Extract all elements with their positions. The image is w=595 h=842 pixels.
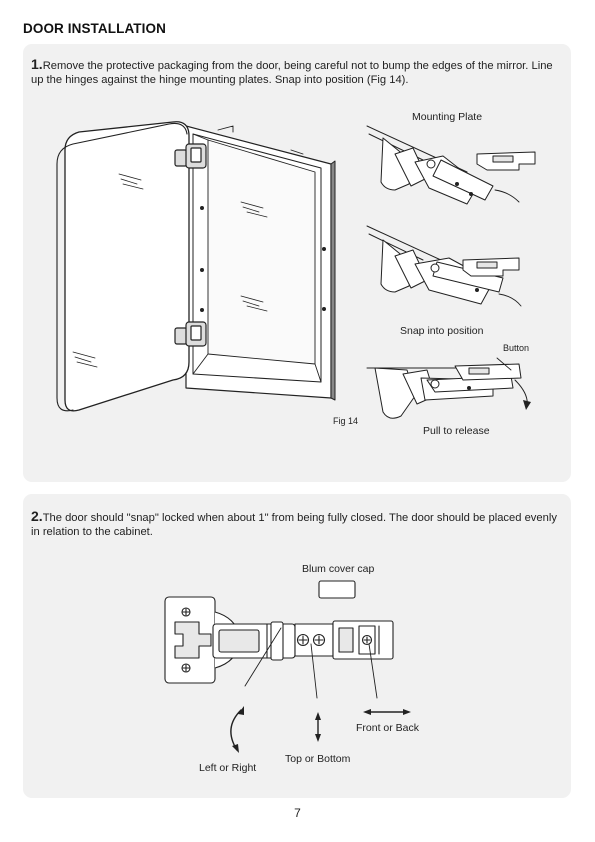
- mounting-plate-label: Mounting Plate: [412, 111, 483, 123]
- step-1-text: Remove the protective packaging from the…: [31, 60, 553, 86]
- step-2-instructions: 2.The door should "snap" locked when abo…: [31, 509, 563, 539]
- front-or-back-label: Front or Back: [356, 722, 420, 734]
- front-back-arrow: [363, 709, 411, 715]
- step-1-instructions: 1.Remove the protective packaging from t…: [31, 57, 563, 87]
- mirror-door-drawing: [56, 121, 190, 412]
- hinge-detail-2: [366, 225, 522, 307]
- left-right-arrow: [230, 706, 244, 753]
- hinge-adjustment-illustration: [164, 580, 411, 753]
- blum-cover-cap: [318, 580, 356, 599]
- hinge-detail-1: [366, 125, 536, 205]
- button-label: Button: [503, 343, 530, 353]
- fig-14-illustration: [56, 121, 536, 419]
- page-title: DOOR INSTALLATION: [23, 21, 166, 36]
- cabinet-drawing: [185, 125, 336, 401]
- step-2-number: 2.: [31, 508, 43, 524]
- blum-cover-cap-label: Blum cover cap: [302, 563, 375, 575]
- hinge-top: [174, 143, 207, 169]
- top-or-bottom-label: Top or Bottom: [285, 753, 351, 765]
- hinge-detail-3: [366, 357, 531, 419]
- step-1-panel: 1.Remove the protective packaging from t…: [23, 44, 571, 482]
- hinge-bottom: [174, 321, 207, 347]
- hinge-arm: [212, 620, 394, 661]
- step-2-text: The door should "snap" locked when about…: [31, 512, 557, 538]
- step-1-number: 1.: [31, 56, 43, 72]
- top-bottom-arrow: [315, 712, 321, 742]
- snap-into-position-label: Snap into position: [400, 325, 484, 337]
- figure-caption: Fig 14: [333, 416, 359, 426]
- page-number: 7: [294, 806, 301, 820]
- left-or-right-label: Left or Right: [199, 762, 257, 774]
- pull-to-release-label: Pull to release: [423, 425, 490, 437]
- step-2-panel: 2.The door should "snap" locked when abo…: [23, 494, 571, 798]
